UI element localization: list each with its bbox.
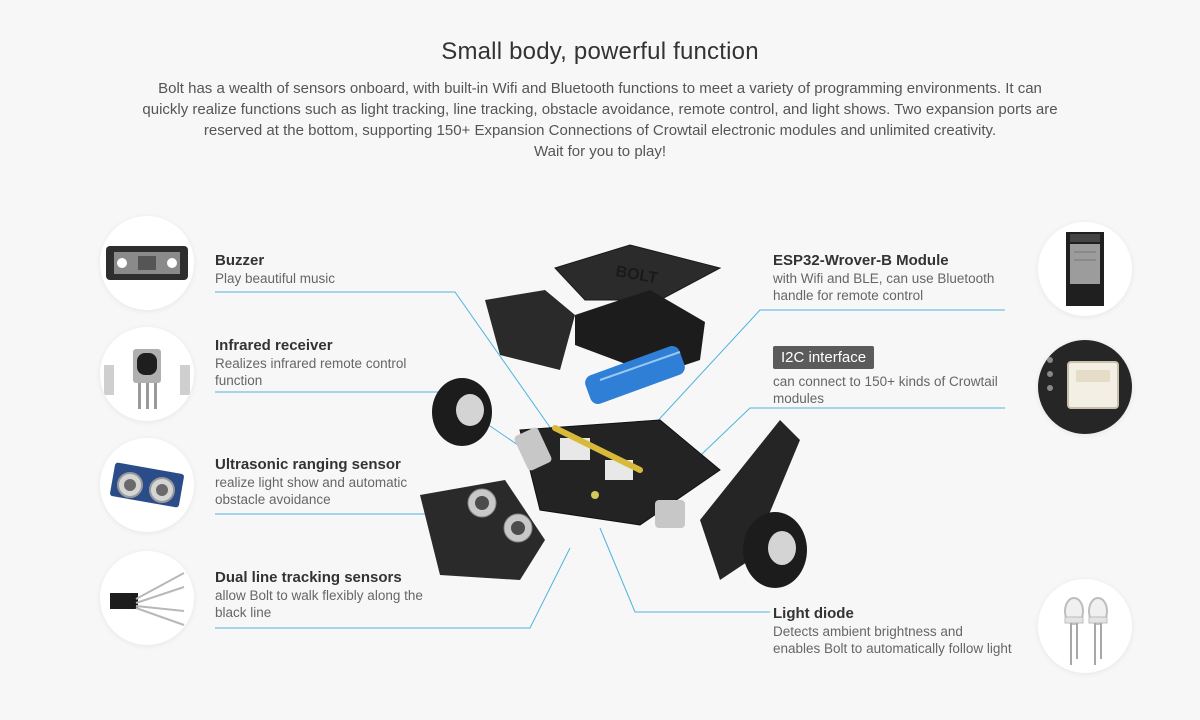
page-description: Bolt has a wealth of sensors onboard, wi… xyxy=(110,78,1090,162)
feature-light-diode: Light diode Detects ambient brightness a… xyxy=(773,604,1033,657)
feature-desc-line: handle for remote control xyxy=(773,288,924,303)
feature-desc-line: Play beautiful music xyxy=(215,271,336,286)
feature-desc-line: realize light show and automatic xyxy=(215,475,408,490)
line-tracking-sensor-icon xyxy=(100,551,194,645)
infrared-receiver-icon xyxy=(100,327,194,421)
feature-esp32-module: ESP32-Wrover-B Module with Wifi and BLE,… xyxy=(773,251,1033,304)
page-title: Small body, powerful function xyxy=(441,38,759,65)
feature-name: Dual line tracking sensors xyxy=(215,569,402,586)
description-line: Wait for you to play! xyxy=(534,143,666,160)
feature-name: Light diode xyxy=(773,605,854,622)
feature-desc-line: modules xyxy=(773,391,825,406)
robot-right-panel xyxy=(700,420,800,580)
robot-top-lid: BOLT xyxy=(554,244,722,301)
robot-battery-box xyxy=(575,290,705,404)
feature-infrared-receiver: Infrared receiver Realizes infrared remo… xyxy=(215,336,455,389)
esp32-module-icon xyxy=(1038,222,1132,316)
feature-desc-line: function xyxy=(215,373,263,388)
feature-desc-line: obstacle avoidance xyxy=(215,492,331,507)
robot-left-wheel xyxy=(432,378,492,446)
feature-desc-line: enables Bolt to automatically follow lig… xyxy=(773,641,1012,656)
feature-desc-line: Detects ambient brightness and xyxy=(773,624,963,639)
description-line: quickly realize functions such as light … xyxy=(142,101,1058,118)
ultrasonic-sensor-icon xyxy=(100,438,194,532)
robot-main-board xyxy=(519,419,721,526)
feature-buzzer: Buzzer Play beautiful music xyxy=(215,251,455,287)
i2c-badge: I2C interface xyxy=(773,346,875,369)
light-diode-icon xyxy=(1038,579,1132,673)
feature-name: Buzzer xyxy=(215,252,265,269)
robot-front-bumper xyxy=(420,480,545,580)
robot-front-shell xyxy=(485,290,575,370)
feature-name: Ultrasonic ranging sensor xyxy=(215,456,401,473)
feature-i2c-interface: I2C interface can connect to 150+ kinds … xyxy=(773,346,1033,407)
robot-brass-rod xyxy=(552,425,643,473)
buzzer-icon xyxy=(100,216,194,310)
robot-motor xyxy=(514,427,552,471)
robot-right-wheel xyxy=(743,512,807,588)
i2c-connector-icon xyxy=(1038,340,1132,434)
feature-name: Infrared receiver xyxy=(215,337,333,354)
feature-ultrasonic-sensor: Ultrasonic ranging sensor realize light … xyxy=(215,455,455,508)
description-line: Bolt has a wealth of sensors onboard, wi… xyxy=(158,80,1042,97)
feature-name: ESP32-Wrover-B Module xyxy=(773,252,949,269)
feature-desc-line: Realizes infrared remote control xyxy=(215,356,407,371)
description-line: reserved at the bottom, supporting 150+ … xyxy=(203,122,997,139)
header-section: Small body, powerful function Bolt has a… xyxy=(0,38,1200,162)
feature-line-tracking: Dual line tracking sensors allow Bolt to… xyxy=(215,568,455,621)
feature-name: I2C interface xyxy=(773,346,1033,369)
feature-desc-line: black line xyxy=(215,605,272,620)
feature-desc-line: can connect to 150+ kinds of Crowtail xyxy=(773,374,998,389)
feature-desc-line: allow Bolt to walk flexibly along the xyxy=(215,588,423,603)
robot-motor xyxy=(655,500,685,528)
feature-desc-line: with Wifi and BLE, can use Bluetooth xyxy=(773,271,995,286)
